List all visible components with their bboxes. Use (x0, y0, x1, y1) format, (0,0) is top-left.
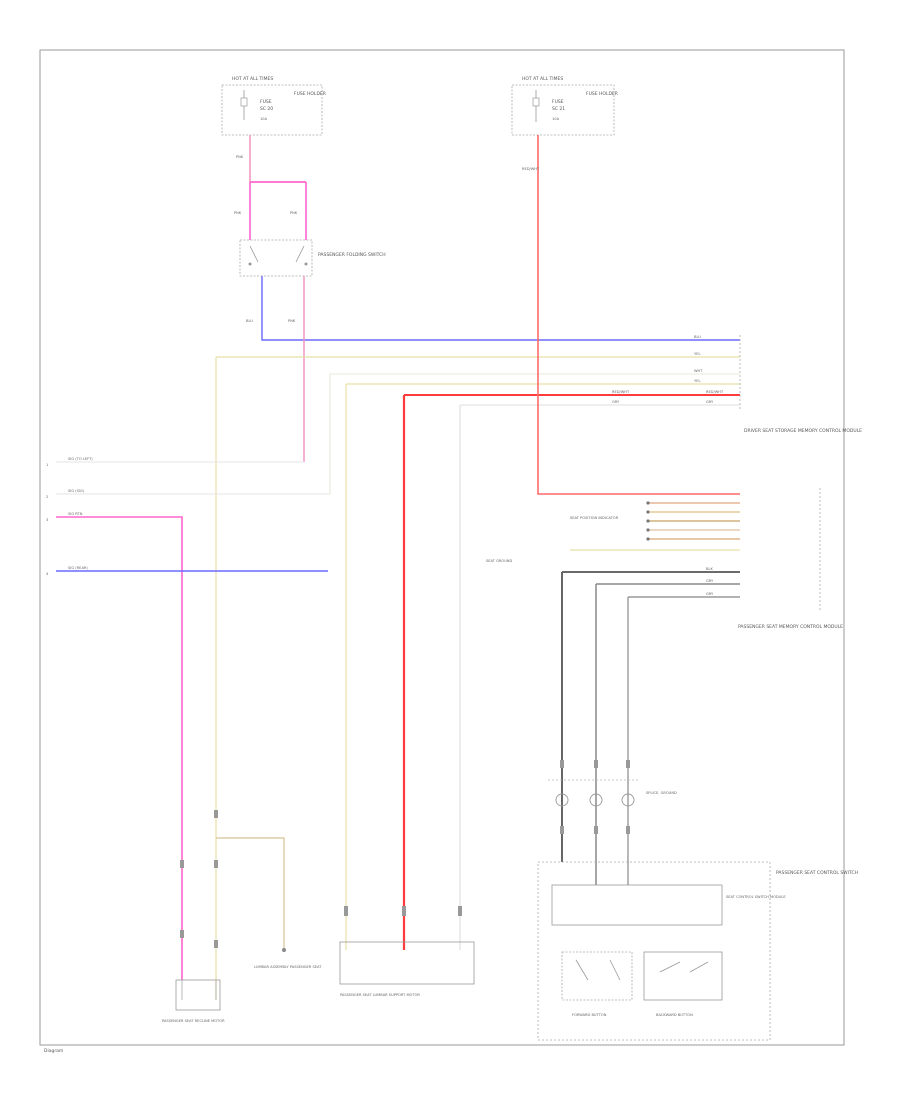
switch-internal-label: SEAT CONTROL SWITCH MODULE (726, 895, 786, 899)
passenger-switch-label: PASSENGER FOLDING SWITCH (318, 252, 386, 258)
fuse-left-holder: FUSE HOLDER (294, 91, 326, 97)
left-signal-1: SIG (SIG) (68, 489, 85, 493)
driver-seat-module-label: DRIVER SEAT STORAGE MEMORY CONTROL MODUL… (744, 428, 862, 434)
wire-gry-2 (627, 596, 740, 885)
memory-motor-label: PASSENGER SEAT LUMBAR SUPPORT MOTOR (340, 993, 420, 997)
wire-label-red-right: RED/WHT (522, 167, 540, 171)
fuse-left-element (240, 97, 248, 107)
fuse-left-name: FUSE (260, 99, 272, 105)
passenger-module-label: PASSENGER SEAT MEMORY CONTROL MODULE (738, 624, 843, 630)
fuse-left-title: HOT AT ALL TIMES (232, 76, 273, 82)
recline-motor: PASSENGER SEAT RECLINE MOTOR (162, 979, 225, 1023)
wire-red-right-fuse (537, 135, 740, 495)
fuse-left-rating: 10A (260, 117, 268, 121)
forward-button-label: FORWARD BUTTON (572, 1013, 607, 1017)
wire-label-pnk-2: PNK (234, 211, 242, 215)
grounds-label: SPLICE, GROUND (646, 791, 677, 795)
left-signal-lines: 1 2 3 4 SIG (TO LEFT) SIG (SIG) SIG RTN … (46, 457, 330, 980)
bus-labels-right: BLU YEL WHT YEL RED/WHT GRY RED/WHT GRY (612, 335, 724, 404)
wire-label-pnk-3: PNK (290, 211, 298, 215)
ground-label: SEAT GROUND (486, 559, 512, 563)
lumbar-label: LUMBAR ASSEMBLY PASSENGER SEAT (254, 965, 322, 969)
wire-lumbar-branch (216, 837, 285, 950)
footer-label: Diagram (44, 1048, 63, 1054)
fuse-right-name: FUSE (552, 99, 564, 105)
left-signal-3: SIG (REAR) (68, 566, 88, 570)
wire-label-blu: BLU (246, 319, 253, 323)
svg-text:GRY: GRY (612, 400, 620, 404)
fuse-right-title: HOT AT ALL TIMES (522, 76, 563, 82)
svg-text:2: 2 (46, 495, 48, 499)
fuse-right-number: SC 21 (552, 106, 565, 112)
fuse-right-rating: 10A (552, 117, 560, 121)
motor-label: PASSENGER SEAT RECLINE MOTOR (162, 1019, 225, 1023)
wire-blk-1 (561, 571, 740, 862)
center-connector-label: SEAT POSITION INDICATOR (570, 516, 619, 520)
fuse-left-number: SC 20 (260, 106, 273, 112)
wire-label-pnk-1: PNK (236, 155, 244, 159)
splice-ground-group: SPLICE, GROUND (548, 779, 677, 807)
wire-label-pnk-4: PNK (288, 319, 296, 323)
svg-text:BLK: BLK (706, 567, 713, 571)
fuse-right-holder: FUSE HOLDER (586, 91, 618, 97)
backward-button-label: BACKWARD BUTTON (656, 1013, 693, 1017)
fuse-box-left: HOT AT ALL TIMES FUSE SC 20 10A FUSE HOL… (221, 76, 326, 136)
wire-gry-1 (595, 583, 740, 885)
passenger-folding-switch: PASSENGER FOLDING SWITCH (239, 239, 386, 277)
svg-text:3: 3 (46, 518, 48, 522)
svg-text:GRY: GRY (706, 400, 714, 404)
fuse-right-element (532, 97, 540, 107)
center-connector-bundle: SEAT POSITION INDICATOR (570, 501, 740, 541)
diagram-frame (39, 49, 845, 1046)
connector-markers (180, 760, 630, 948)
left-signal-0: SIG (TO LEFT) (68, 457, 93, 461)
lumbar-connector (282, 948, 286, 952)
fuse-box-right: HOT AT ALL TIMES FUSE SC 21 10A FUSE HOL… (511, 76, 618, 136)
svg-text:GRY: GRY (706, 579, 714, 583)
left-signal-2: SIG RTN (68, 512, 83, 516)
lumbar-support-motor: PASSENGER SEAT LUMBAR SUPPORT MOTOR (339, 941, 475, 997)
passenger-seat-control-switch: PASSENGER SEAT CONTROL SWITCH SEAT CONTR… (537, 861, 858, 1041)
svg-text:GRY: GRY (706, 592, 714, 596)
svg-text:YEL: YEL (694, 379, 700, 383)
wire-blu-main (261, 276, 740, 341)
svg-text:BLU: BLU (694, 335, 701, 339)
svg-text:RED/WHT: RED/WHT (612, 390, 630, 394)
svg-text:YEL: YEL (694, 352, 700, 356)
svg-text:4: 4 (46, 572, 49, 576)
switch-module-label: PASSENGER SEAT CONTROL SWITCH (776, 870, 858, 876)
svg-text:1: 1 (46, 463, 48, 467)
svg-text:WHT: WHT (694, 369, 703, 373)
svg-text:RED/WHT: RED/WHT (706, 390, 724, 394)
